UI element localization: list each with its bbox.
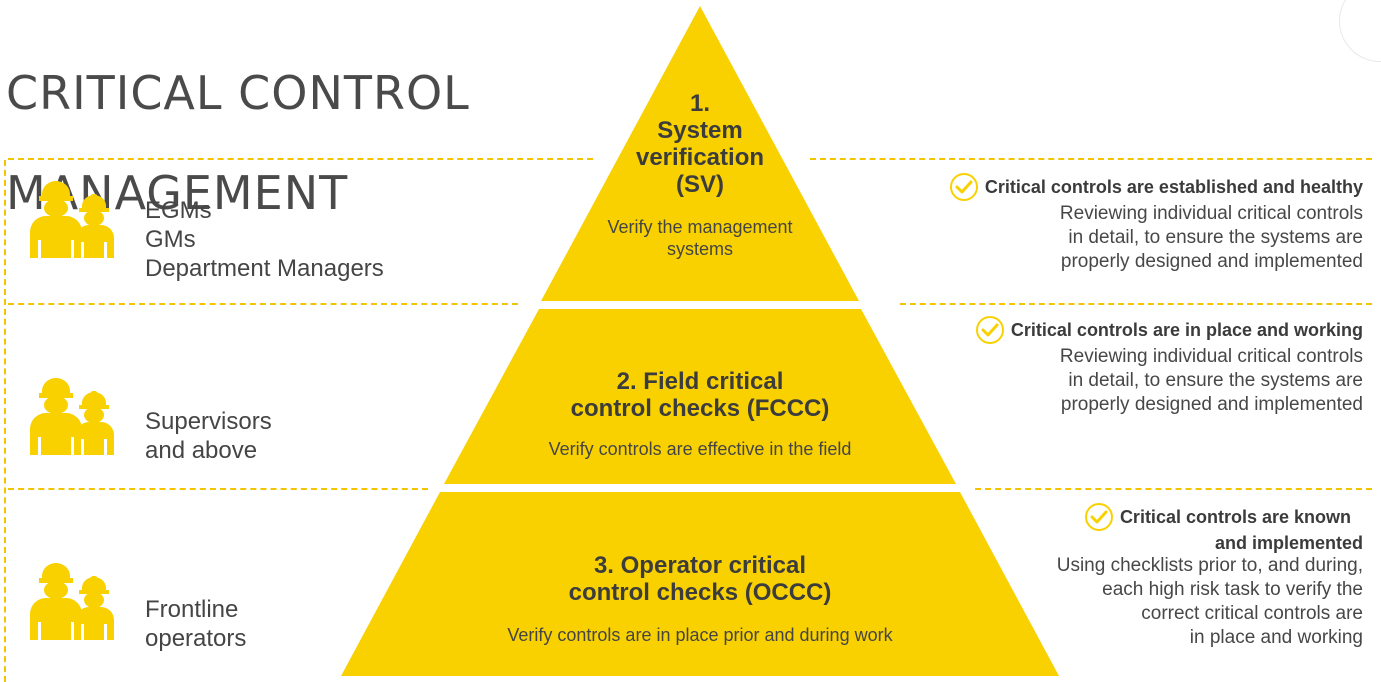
role-label: and above: [145, 437, 258, 464]
note-level-3: Critical controls are known and implemen…: [1056, 503, 1363, 650]
roles-level-3: Frontline operators: [145, 595, 246, 653]
separator-bottom-left: [8, 488, 428, 490]
pyramid-title-line: control checks (OCCC): [568, 579, 832, 606]
note-heading-line-2: and implemented: [1057, 532, 1363, 554]
note-title: Critical controls are known: [1119, 507, 1351, 527]
separator-top-right: [810, 158, 1372, 160]
separator-mid-left: [8, 303, 518, 305]
workers-hardhat-icon: [30, 563, 114, 640]
pyramid-tier-2: [444, 309, 956, 484]
separator-top-left: [8, 158, 593, 160]
note-level-2: Critical controls are in place and worki…: [975, 316, 1363, 417]
note-body-line: Using checklists prior to, and during,: [1056, 555, 1363, 576]
pyramid-title-line: System: [657, 117, 743, 144]
role-label: EGMs: [145, 197, 212, 224]
role-label: Frontline: [145, 596, 239, 623]
role-label: GMs: [145, 226, 196, 253]
note-body-line: in detail, to ensure the systems are: [1068, 227, 1363, 248]
note-heading: Critical controls are in place and worki…: [975, 316, 1363, 345]
workers-hardhat-icon: [30, 181, 114, 258]
note-title: Critical controls are established and he…: [984, 177, 1363, 197]
pyramid-title-line: 3. Operator critical: [593, 552, 807, 579]
workers-hardhat-icon: [30, 378, 114, 455]
role-label: Supervisors: [145, 408, 272, 435]
note-body-line: properly designed and implemented: [1060, 251, 1363, 272]
pyramid-subtitle-line: Verify the management: [607, 217, 793, 237]
role-label: Department Managers: [145, 255, 384, 282]
separator-vertical: [4, 160, 6, 682]
note-heading: Critical controls are established and he…: [949, 173, 1363, 202]
pyramid-title-line: verification: [635, 144, 765, 171]
pyramid-title-line: (SV): [676, 171, 724, 198]
pyramid-title-line: control checks (FCCC): [570, 395, 830, 422]
note-heading: Critical controls are known: [1057, 503, 1351, 532]
check-circle-icon: [949, 173, 978, 201]
page-title: CRITICAL CONTROL MANAGEMENT: [6, 18, 470, 268]
pyramid-tier-1: [541, 6, 859, 301]
pyramid-subtitle-line: Verify controls are in place prior and d…: [507, 625, 893, 645]
pyramid-title-line: 1.: [689, 90, 710, 117]
note-body-line: each high risk task to verify the: [1102, 579, 1363, 600]
note-body-line: in place and working: [1189, 627, 1363, 648]
note-body-line: correct critical controls are: [1141, 603, 1363, 624]
note-body-line: Reviewing individual critical controls: [1059, 346, 1363, 367]
pyramid-tier-3: [341, 492, 1059, 676]
role-label: operators: [145, 625, 247, 652]
roles-level-2: Supervisors and above: [145, 407, 272, 465]
pyramid-text-level-2: 2. Field critical control checks (FCCC) …: [450, 368, 950, 460]
roles-level-1: EGMs GMs Department Managers: [145, 196, 384, 283]
note-body-line: properly designed and implemented: [1060, 394, 1363, 415]
note-level-1: Critical controls are established and he…: [949, 173, 1363, 274]
pyramid-title-line: 2. Field critical: [616, 368, 784, 395]
note-title: and implemented: [1214, 533, 1363, 553]
check-circle-icon: [975, 316, 1004, 344]
separator-mid-right: [900, 303, 1372, 305]
pyramid-subtitle-line: Verify controls are effective in the fie…: [548, 439, 852, 459]
note-title: Critical controls are in place and worki…: [1010, 320, 1363, 340]
note-body-line: Reviewing individual critical controls: [1059, 203, 1363, 224]
pyramid-text-level-3: 3. Operator critical control checks (OCC…: [400, 552, 1000, 646]
check-circle-icon: [1084, 503, 1113, 531]
pyramid-text-level-1: 1. System verification (SV) Verify the m…: [560, 90, 840, 260]
note-body-line: in detail, to ensure the systems are: [1068, 370, 1363, 391]
pyramid-subtitle-line: systems: [666, 239, 733, 259]
separator-bottom-right: [975, 488, 1372, 490]
title-line-1: CRITICAL CONTROL: [6, 66, 470, 120]
